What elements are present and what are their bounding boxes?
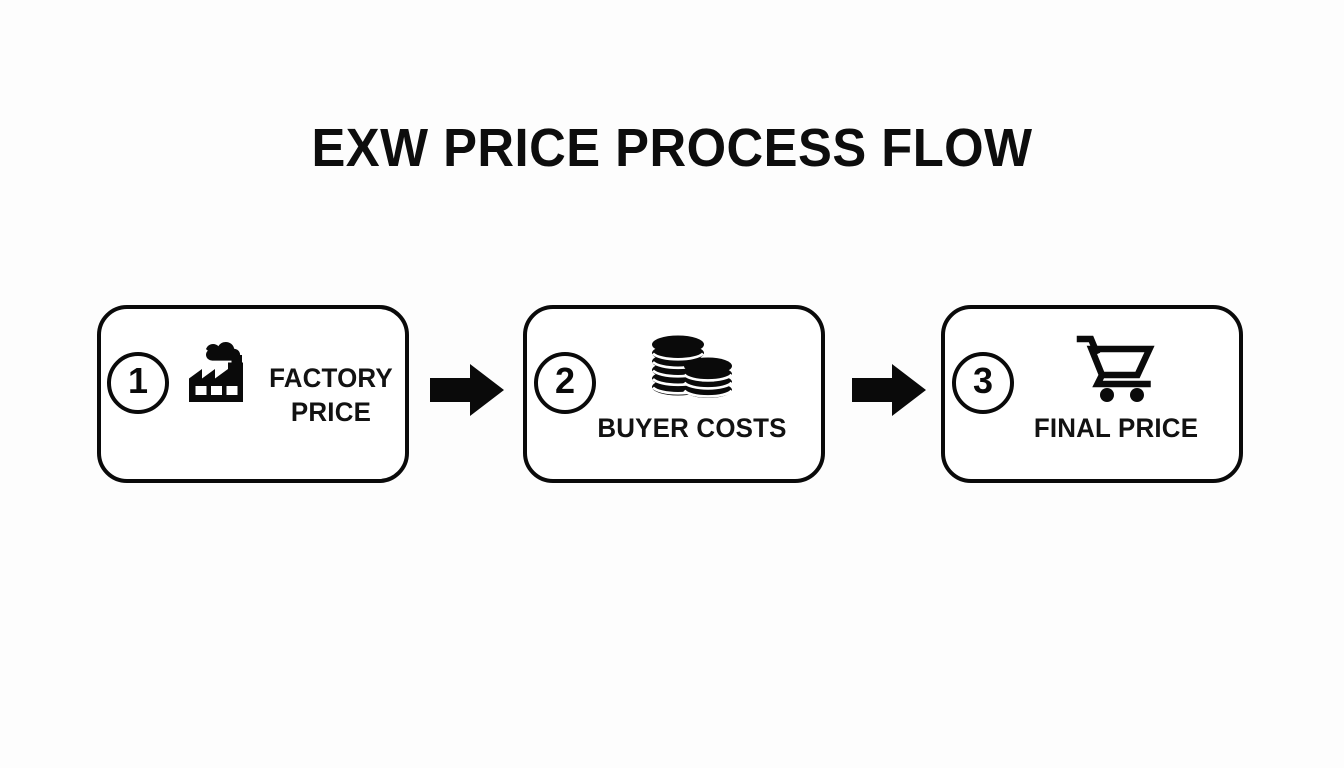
step-number-badge-2: 2: [534, 352, 596, 414]
step-number-1: 1: [127, 360, 149, 401]
arrow-right-icon-1: [430, 362, 504, 418]
step-number-3: 3: [972, 360, 994, 401]
step-number-2: 2: [554, 360, 576, 401]
step-number-badge-3: 3: [952, 352, 1014, 414]
factory-icon: [180, 336, 254, 408]
coins-stack-icon: [648, 331, 734, 403]
step-label-1: FACTORY PRICE: [269, 363, 393, 427]
page-title: EXW PRICE PROCESS FLOW: [311, 118, 1033, 178]
step-label-3: FINAL PRICE: [1033, 413, 1199, 443]
arrow-right-icon-2: [852, 362, 926, 418]
step-label-2: BUYER COSTS: [597, 413, 787, 443]
shopping-cart-icon: [1075, 332, 1155, 406]
step-number-badge-1: 1: [107, 352, 169, 414]
